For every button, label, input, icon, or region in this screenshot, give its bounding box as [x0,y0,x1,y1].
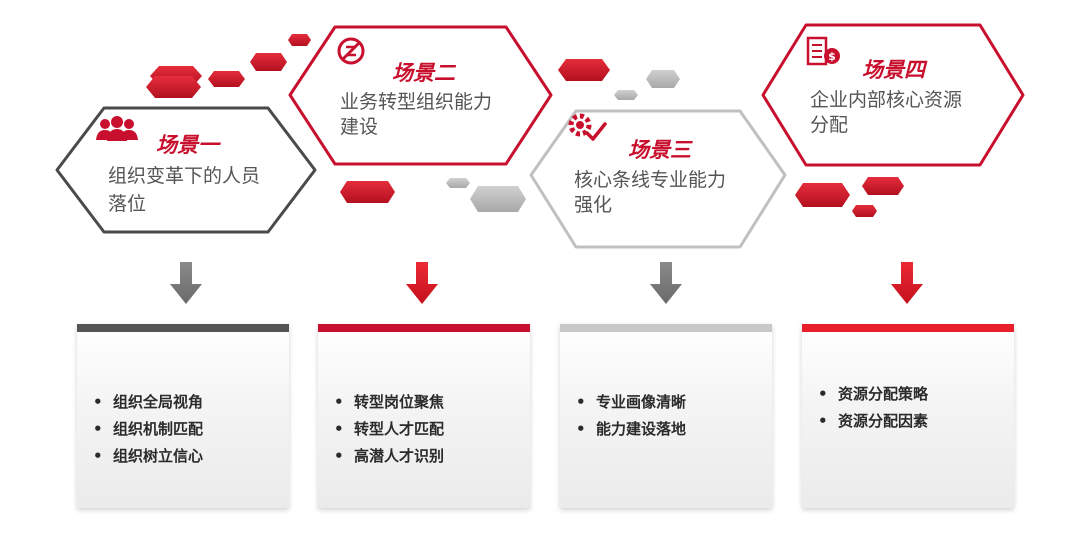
decorative-hexagons [146,34,904,217]
list-item: •资源分配策略 [818,381,1006,408]
list-item: •专业画像清晰 [576,389,764,416]
decor-hexagon [470,186,526,212]
scenario-1-desc-line2: 落位 [108,193,146,215]
bullet-icon: • [334,420,344,438]
arrow-down-icon [170,262,202,304]
decor-hexagon [862,177,904,195]
decor-hexagon [795,183,850,207]
scenario-2-list: •转型岗位聚焦 •转型人才匹配 •高潜人才识别 [334,389,522,470]
scenario-1-list: •组织全局视角 •组织机制匹配 •组织树立信心 [93,389,281,470]
list-item: •组织机制匹配 [93,416,281,443]
card-top-bar [318,324,530,332]
decor-hexagon [146,76,201,98]
bullet-icon: • [334,393,344,411]
scenario-2-hexagon: 场景二 业务转型组织能力 建设 [288,25,553,166]
list-item: •资源分配因素 [818,408,1006,435]
scenario-3-title: 场景三 [628,138,693,162]
card-top-bar [77,324,289,332]
decor-hexagon [646,70,680,88]
list-item: •高潜人才识别 [334,443,522,470]
scenario-4-desc-line1: 企业内部核心资源 [810,89,962,111]
arrow-down-icon [406,262,438,304]
scenario-4-desc-line2: 分配 [810,114,848,136]
scenario-2-title: 场景二 [392,61,457,85]
bullet-icon: • [93,393,103,411]
bullet-icon: • [576,393,586,411]
finance-building-icon: $ [806,36,840,66]
scenario-1-desc-line1: 组织变革下的人员 [108,165,260,187]
scenario-1-card: •组织全局视角 •组织机制匹配 •组织树立信心 [77,324,289,508]
scenario-4-card: •资源分配策略 •资源分配因素 [802,324,1014,508]
bullet-icon: • [818,412,828,430]
people-group-icon [96,116,138,141]
scenario-1-hexagon: 场景一 组织变革下的人员 落位 [55,106,317,234]
decor-hexagon [208,71,245,87]
scenario-3-desc-line1: 核心条线专业能力 [574,169,726,191]
scenario-3-desc-line2: 强化 [574,194,612,216]
list-item: •能力建设落地 [576,416,764,443]
scenario-4-title: 场景四 [862,58,928,82]
card-top-bar [560,324,772,332]
decor-hexagon [250,53,287,71]
scenario-2-card: •转型岗位聚焦 •转型人才匹配 •高潜人才识别 [318,324,530,508]
scenario-3-list: •专业画像清晰 •能力建设落地 [576,389,764,443]
decor-hexagon [446,178,470,188]
bullet-icon: • [334,447,344,465]
scenario-2-desc-line1: 业务转型组织能力 [340,91,492,113]
decor-hexagon [288,34,311,46]
scenario-3-card: •专业画像清晰 •能力建设落地 [560,324,772,508]
decor-hexagon [614,90,638,100]
decor-hexagon [558,59,610,81]
list-item: •组织树立信心 [93,443,281,470]
arrow-down-icon [891,262,923,304]
bullet-icon: • [93,447,103,465]
gear-check-icon [568,113,607,141]
list-item: •组织全局视角 [93,389,281,416]
decor-hexagon [340,181,395,203]
scenario-4-list: •资源分配策略 •资源分配因素 [818,381,1006,435]
scenario-2-desc-line2: 建设 [340,116,378,138]
arrow-down-icon [650,262,682,304]
scenario-1-title: 场景一 [156,133,221,157]
card-top-bar [802,324,1014,332]
decor-hexagon [852,205,877,217]
bullet-icon: • [93,420,103,438]
list-item: •转型人才匹配 [334,416,522,443]
bullet-icon: • [576,420,586,438]
scenario-4-hexagon: $ 场景四 企业内部核心资源 分配 [761,23,1025,167]
list-item: •转型岗位聚焦 [334,389,522,416]
svg-text:$: $ [828,50,836,63]
bullet-icon: • [818,385,828,403]
transform-icon [337,37,365,65]
scenario-3-hexagon: 场景三 核心条线专业能力 强化 [529,109,787,249]
